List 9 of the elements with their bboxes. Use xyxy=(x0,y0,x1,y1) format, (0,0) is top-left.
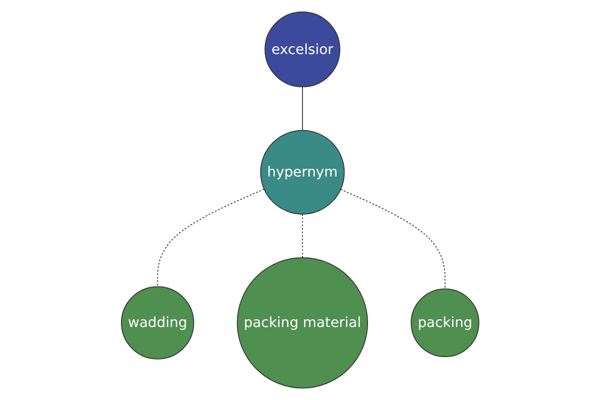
node-circle: wadding xyxy=(120,286,194,360)
node-circle: packing material xyxy=(236,257,368,388)
node-circle: hypernym xyxy=(260,130,345,215)
node-circle: excelsior xyxy=(264,12,340,88)
node-circle: packing xyxy=(410,288,480,358)
connector xyxy=(156,188,264,288)
connector xyxy=(302,86,303,131)
connector xyxy=(302,214,303,258)
connector xyxy=(340,188,446,290)
